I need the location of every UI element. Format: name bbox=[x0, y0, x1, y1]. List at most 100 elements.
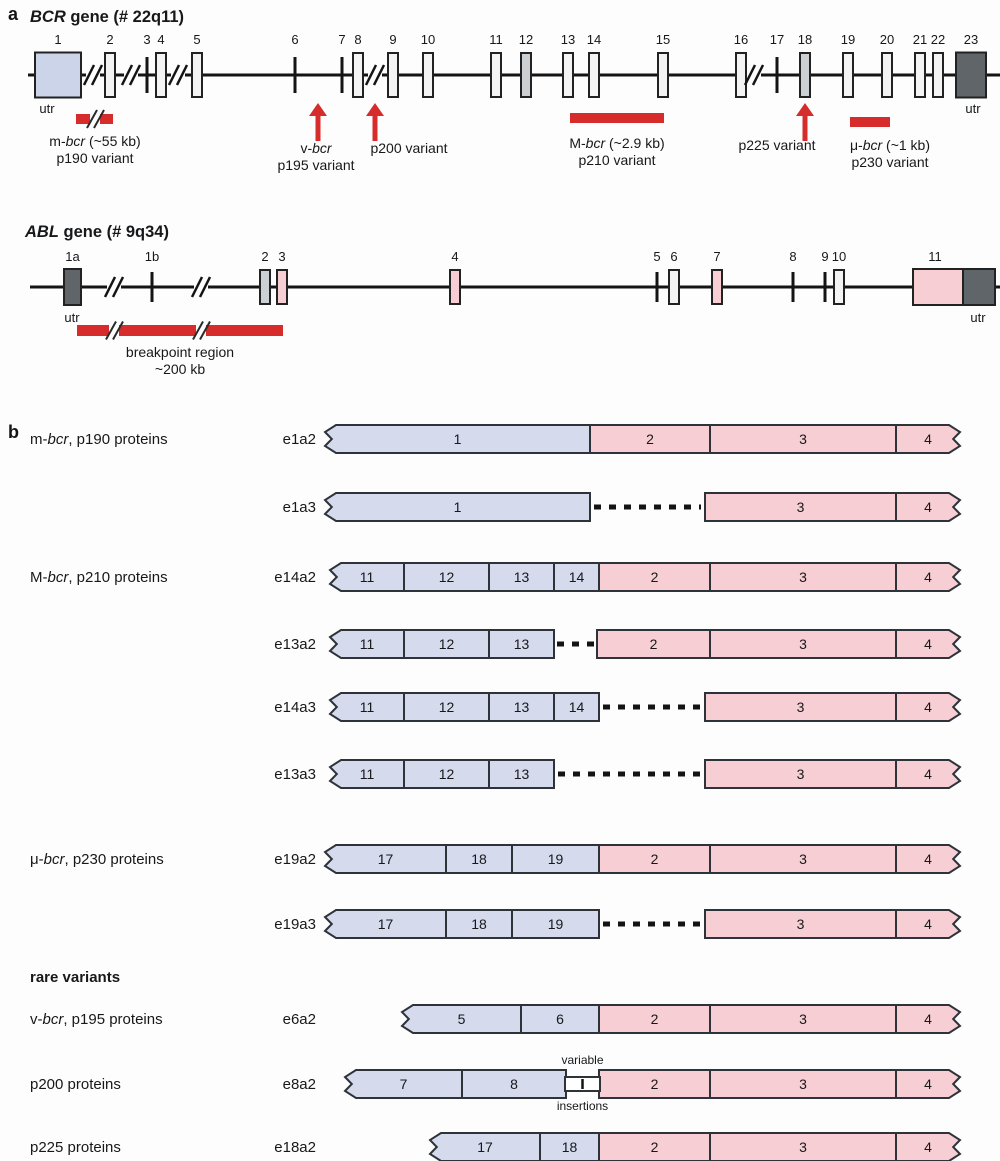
bar-slash-mark bbox=[199, 321, 211, 340]
breakpoint-region-bar bbox=[570, 113, 664, 123]
segment-number: 2 bbox=[646, 431, 654, 447]
bcr-intron-slash bbox=[90, 64, 104, 86]
transcript-label-e13a3: e13a3 bbox=[274, 766, 316, 783]
exon-number-17: 17 bbox=[770, 32, 784, 47]
exon-utr-box-1a bbox=[63, 268, 82, 306]
bar-slash-mark bbox=[192, 321, 204, 340]
segment-number: 13 bbox=[514, 766, 530, 782]
segment-number: 3 bbox=[799, 851, 807, 867]
exon-box-15 bbox=[657, 52, 669, 98]
exon-tick-17 bbox=[775, 57, 779, 93]
segment-number: 11 bbox=[360, 636, 375, 652]
abl-intron-slash bbox=[103, 276, 117, 298]
exon-segment-e1a2-4 bbox=[895, 424, 962, 454]
transcript-label-e1a3: e1a3 bbox=[283, 499, 316, 516]
segment-number: 4 bbox=[924, 851, 932, 867]
exon-tick-1b bbox=[150, 272, 154, 302]
exon-number-7: 7 bbox=[713, 249, 720, 264]
bar-slash-mark bbox=[112, 321, 124, 340]
segment-number: 19 bbox=[548, 851, 564, 867]
exon-number-14: 14 bbox=[587, 32, 601, 47]
segment-number: 12 bbox=[439, 569, 455, 585]
bcr-intron-slash bbox=[128, 64, 142, 86]
exon-box-8 bbox=[352, 52, 364, 98]
exon-box-19 bbox=[842, 52, 854, 98]
segment-number: 19 bbox=[548, 916, 564, 932]
exon-segment-e19a3-19 bbox=[511, 909, 600, 939]
breakpoint-arrow-shaft bbox=[802, 114, 808, 141]
annotation-text: p190 variant bbox=[56, 150, 133, 166]
exon-tick-5 bbox=[655, 272, 659, 302]
bcr-annotation: p200 variant bbox=[366, 103, 448, 156]
segment-number: 14 bbox=[569, 699, 585, 715]
exon-box-10 bbox=[422, 52, 434, 98]
transcript-label-e19a2: e19a2 bbox=[274, 851, 316, 868]
segment-number: 12 bbox=[439, 699, 455, 715]
exon-box-2 bbox=[259, 269, 271, 305]
exon-box-4 bbox=[155, 52, 167, 98]
segment-number: 1 bbox=[454, 431, 462, 447]
exon-box-7 bbox=[711, 269, 723, 305]
exon-segment-e8a2-8 bbox=[461, 1069, 567, 1099]
exon-number-20: 20 bbox=[880, 32, 894, 47]
segment-number: 4 bbox=[924, 569, 932, 585]
exon-number-16: 16 bbox=[734, 32, 748, 47]
bcr-annotation: μ-bcr (~1 kb)p230 variant bbox=[850, 117, 930, 170]
exon-box-11 bbox=[490, 52, 502, 98]
utr-label: utr bbox=[64, 310, 80, 325]
segment-number: 3 bbox=[799, 1139, 807, 1155]
exon-box-20 bbox=[881, 52, 893, 98]
exon-number-2: 2 bbox=[106, 32, 113, 47]
segment-number: 18 bbox=[471, 916, 487, 932]
exon-number-18: 18 bbox=[798, 32, 812, 47]
exon-number-1: 1 bbox=[54, 32, 61, 47]
bar-slash-gap bbox=[196, 320, 206, 341]
exon-number-1b: 1b bbox=[145, 249, 159, 264]
exon-segment-e18a2-4 bbox=[895, 1132, 962, 1161]
abl-intron-slash-gap bbox=[194, 282, 208, 292]
exon-tick-7 bbox=[340, 57, 344, 93]
exon-utr-box-23 bbox=[955, 51, 987, 99]
exon-segment-e13a3-4 bbox=[895, 759, 962, 789]
exon-segment-e18a2-3 bbox=[709, 1132, 897, 1161]
exon-number-9: 9 bbox=[821, 249, 828, 264]
segment-number: 3 bbox=[799, 1076, 807, 1092]
exon-number-7: 7 bbox=[338, 32, 345, 47]
annotation-text: m-bcr (~55 kb) bbox=[49, 133, 140, 149]
exon-number-5: 5 bbox=[193, 32, 200, 47]
segment-number: 4 bbox=[924, 499, 932, 515]
rare-variants-heading: rare variants bbox=[30, 969, 120, 986]
exon-number-3: 3 bbox=[278, 249, 285, 264]
exon-tick-9 bbox=[823, 272, 827, 302]
abl-intron-slash bbox=[198, 276, 212, 298]
exon-number-4: 4 bbox=[157, 32, 164, 47]
segment-number: 8 bbox=[510, 1076, 518, 1092]
bcr-gene-title: BCR gene (# 22q11) bbox=[30, 8, 184, 26]
segment-number: 13 bbox=[514, 636, 530, 652]
exon-box-14 bbox=[588, 52, 600, 98]
exon-number-15: 15 bbox=[656, 32, 670, 47]
transcript-label-e14a2: e14a2 bbox=[274, 569, 316, 586]
utr-label: utr bbox=[965, 101, 981, 116]
breakpoint-arrow-head bbox=[309, 103, 327, 116]
exon-number-1a: 1a bbox=[65, 249, 80, 264]
exon-number-8: 8 bbox=[789, 249, 796, 264]
segment-number: 11 bbox=[360, 766, 375, 782]
exon-number-5: 5 bbox=[653, 249, 660, 264]
bcr-intron-slash-gap bbox=[368, 70, 382, 80]
abl-gene-title: ABL gene (# 9q34) bbox=[24, 223, 169, 241]
breakpoint-region-bar bbox=[77, 325, 283, 336]
exon-segment-e8a2-4 bbox=[895, 1069, 962, 1099]
annotation-text: p225 variant bbox=[738, 137, 815, 153]
section-label: μ-bcr, p230 proteins bbox=[30, 851, 164, 868]
